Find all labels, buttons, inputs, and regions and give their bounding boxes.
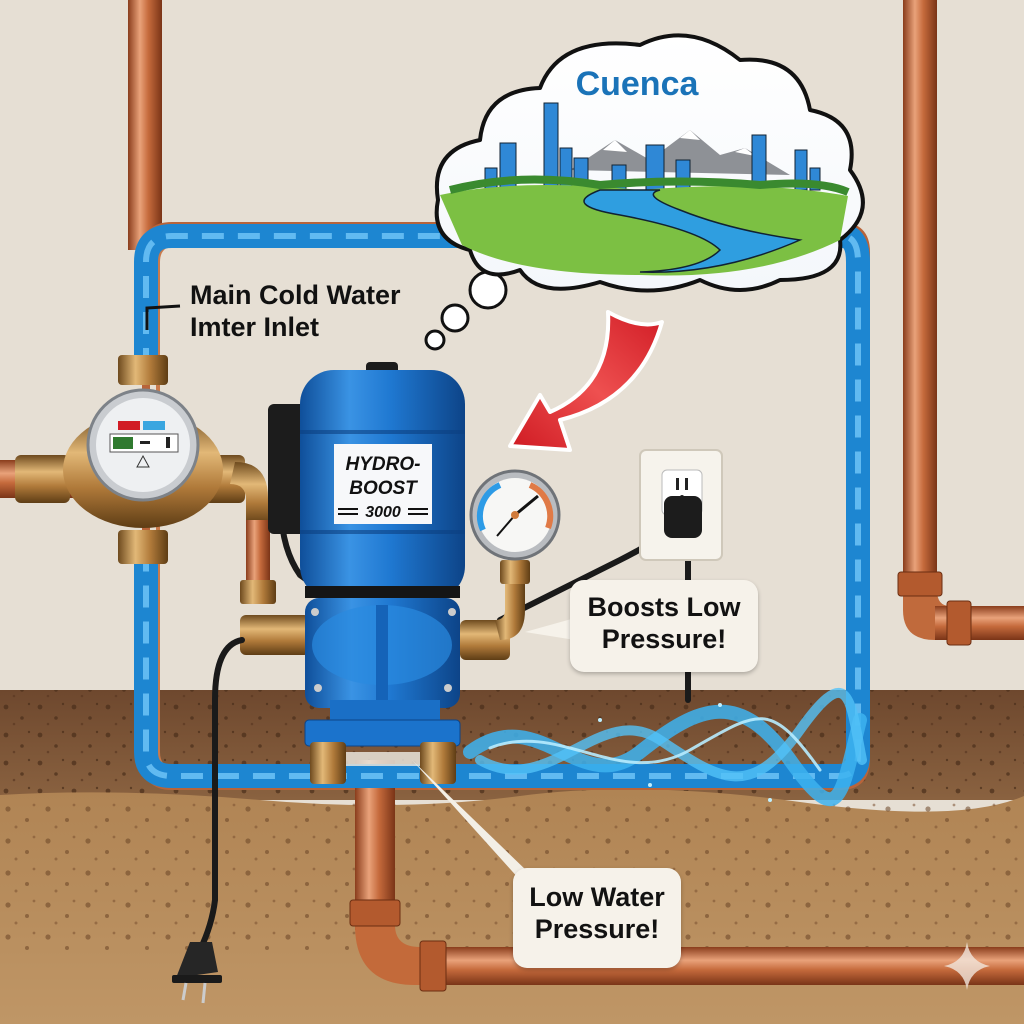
boost-callout-pointer: [525, 618, 575, 640]
power-plug-icon: [172, 942, 222, 1004]
wall-outlet-icon: [639, 449, 723, 561]
thought-bubble-title: Cuenca: [576, 65, 700, 103]
water-meter-icon: [15, 355, 245, 564]
inlet-leader-line: [145, 304, 181, 330]
boost-callout-line1: Boosts Low: [587, 592, 741, 622]
low-callout-pointer: [412, 760, 528, 880]
pump-label: [334, 444, 432, 524]
low-callout-line1: Low Water: [529, 882, 665, 912]
brass-elbow: [230, 462, 310, 655]
boost-callout-line2: Pressure!: [601, 623, 727, 654]
low-pressure-callout: Low Water Pressure!: [513, 868, 681, 968]
pump-model: 3000: [365, 504, 401, 521]
pump-brand-line2: BOOST: [349, 478, 418, 499]
low-callout-line2: Pressure!: [534, 913, 660, 944]
thought-bubble: Cuenca: [424, 33, 865, 351]
inlet-label-line2: Imter Inlet: [190, 312, 319, 342]
pump-body: [268, 362, 530, 784]
pressure-gauge-icon: [469, 469, 561, 561]
boost-callout: Boosts Low Pressure!: [570, 580, 758, 672]
pump-brand-line1: HYDRO-: [346, 454, 421, 475]
water-pipe-loop: [134, 224, 870, 788]
sparkle-icon: [944, 942, 990, 990]
water-turbulence: [463, 688, 867, 807]
inlet-label-line1: Main Cold Water: [190, 280, 401, 310]
curved-red-arrow-icon: [508, 310, 664, 452]
